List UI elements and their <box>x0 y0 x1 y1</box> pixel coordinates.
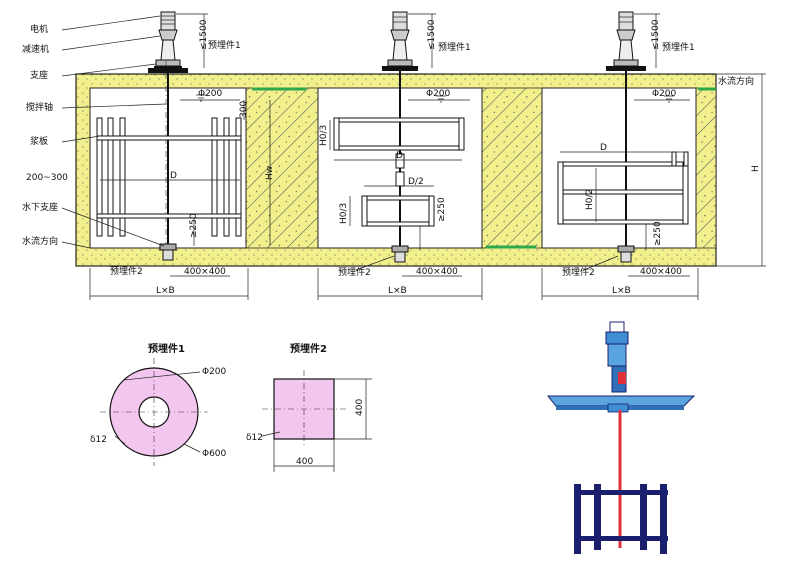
label-reducer: 减速机 <box>22 43 49 55</box>
detail-embed-1: 预埋件1 Φ200 Φ600 δ12 <box>90 342 227 466</box>
label-motor: 电机 <box>30 23 48 35</box>
dim-ho3-upper: H0/3 <box>319 125 329 146</box>
dim-embed1-3: 预埋件1 <box>662 41 695 53</box>
mixer-3 <box>541 11 766 300</box>
label-support: 支座 <box>30 69 48 81</box>
dim-embed1-2: 预埋件1 <box>438 41 471 53</box>
detail2-thickness: δ12 <box>246 433 263 443</box>
dim-H: H <box>751 165 761 172</box>
dim-phi200-2: Φ200 <box>426 89 451 99</box>
dim-lxb-2: L×B <box>388 286 407 296</box>
dim-d2: D/2 <box>408 177 424 187</box>
dim-le1500-1: ≤1500 <box>199 19 209 50</box>
dim-ho2: H0/2 <box>585 189 595 210</box>
dim-lxb-3: L×B <box>612 286 631 296</box>
dim-300: 300 <box>239 101 249 118</box>
detail1-phi200: Φ200 <box>202 367 227 377</box>
dim-embed1-1: 预埋件1 <box>208 39 241 51</box>
mixer-1 <box>61 11 271 300</box>
dim-ge250-1: ≥250 <box>189 213 199 238</box>
tank-structure <box>75 73 717 267</box>
dim-D-2: D <box>396 151 403 161</box>
label-paddle: 浆板 <box>30 135 48 147</box>
detail-embed-2: 预埋件2 400 400 δ12 <box>246 342 372 472</box>
dim-D-3: D <box>600 143 607 153</box>
mixer-3d-illustration <box>546 321 696 554</box>
dim-lxb-1: L×B <box>156 286 175 296</box>
dim-400x400-1: 400×400 <box>184 267 226 277</box>
detail2-bottom: 400 <box>296 457 313 467</box>
dim-embed2-1: 预埋件2 <box>110 265 143 277</box>
dim-phi200-3: Φ200 <box>652 89 677 99</box>
dim-ge250-3: ≥250 <box>653 221 663 246</box>
label-flow-direction-left: 水流方向 <box>22 235 58 247</box>
detail2-title: 预埋件2 <box>290 342 327 355</box>
label-shaft: 搅拌轴 <box>26 101 53 113</box>
dim-ge250-2: ≥250 <box>437 197 447 222</box>
label-flow-direction-right: 水流方向 <box>718 75 754 87</box>
label-gap: 200~300 <box>26 173 68 183</box>
detail1-thickness: δ12 <box>90 435 107 445</box>
dim-le1500-3: ≤1500 <box>651 19 661 50</box>
dim-ho3-lower: H0/3 <box>339 203 349 224</box>
dim-embed2-2: 预埋件2 <box>338 266 371 278</box>
dim-D-1: D <box>170 171 177 181</box>
dim-hw: Hw <box>265 166 275 180</box>
dim-400x400-2: 400×400 <box>416 267 458 277</box>
detail2-side: 400 <box>355 399 365 416</box>
detail1-phi600: Φ600 <box>202 449 227 459</box>
mixer-2 <box>317 11 483 300</box>
label-underwater-support: 水下支座 <box>22 201 58 213</box>
dim-phi200-1: Φ200 <box>198 89 223 99</box>
dim-le1500-2: ≤1500 <box>427 19 437 50</box>
dim-embed2-3: 预埋件2 <box>562 266 595 278</box>
dim-400x400-3: 400×400 <box>640 267 682 277</box>
detail1-title: 预埋件1 <box>148 342 185 355</box>
